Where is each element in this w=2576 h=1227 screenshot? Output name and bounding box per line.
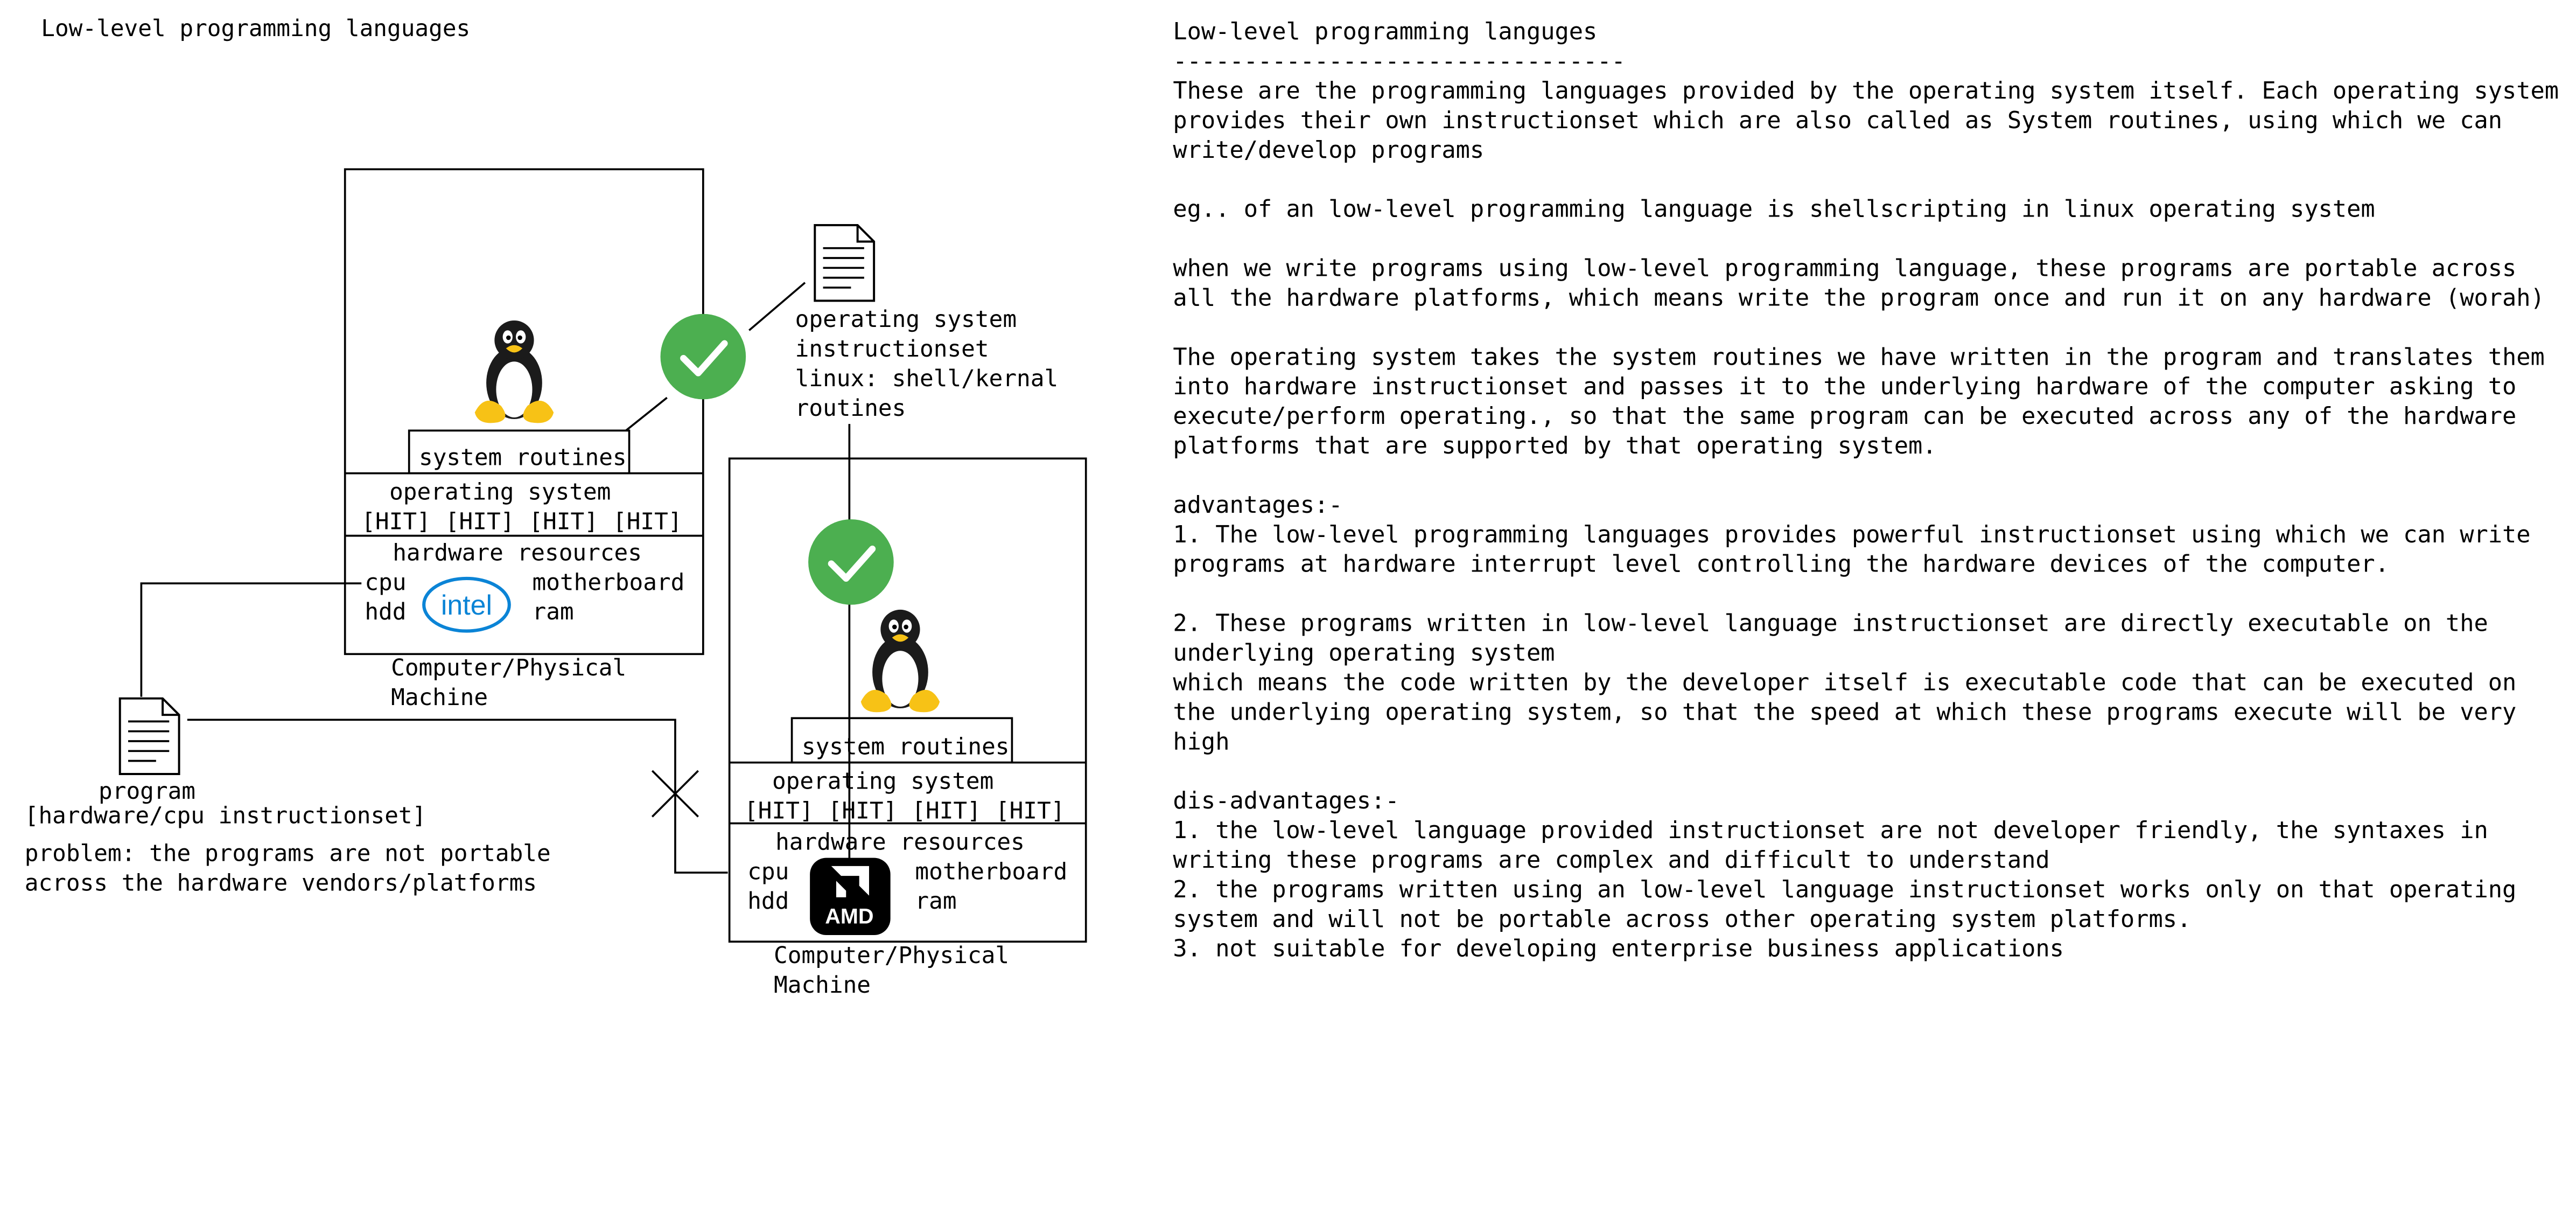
notes-paragraph: advantages:- 1. The low-level programmin… — [1173, 491, 2569, 580]
notes-paragraph: dis-advantages:- 1. the low-level langua… — [1173, 787, 2569, 965]
left-machine-box — [344, 168, 704, 656]
notes-line: all the hardware platforms, which means … — [1173, 285, 2545, 312]
notes-line: eg.. of an low-level programming languag… — [1173, 197, 2375, 224]
intel-logo-text: intel — [441, 589, 492, 621]
program-label: program — [99, 778, 195, 805]
notes-line: 2. These programs written in low-level l… — [1173, 611, 2488, 638]
left-hw-ram: ram — [533, 598, 574, 625]
problem-text-line: problem: the programs are not portable — [25, 840, 551, 867]
notes-line: system and will not be portable across o… — [1173, 907, 2192, 933]
notes-paragraph: 2. These programs written in low-level l… — [1173, 610, 2569, 758]
right-machine: system routines operating system [HIT] [… — [728, 457, 1087, 999]
os-instructionset-note-line: operating system — [795, 306, 1017, 333]
notes-paragraph: when we write programs using low-level p… — [1173, 255, 2569, 314]
notes-line: programs at hardware interrupt level con… — [1173, 552, 2389, 578]
cross-icon — [651, 770, 699, 818]
notes-line: when we write programs using low-level p… — [1173, 256, 2517, 283]
document-icon — [814, 224, 876, 302]
connector-line — [748, 282, 806, 331]
right-caption-line1: Computer/Physical — [774, 942, 1009, 969]
notes-title: Low-level programming languges — [1173, 19, 1598, 46]
document-icon — [118, 697, 180, 776]
left-hit-slot: [HIT] — [445, 508, 515, 535]
notes-paragraph: eg.. of an low-level programming languag… — [1173, 196, 2569, 225]
right-hw-hdd: hdd — [747, 888, 789, 915]
connector-line — [625, 396, 668, 431]
notes-line: into hardware instructionset and passes … — [1173, 374, 2517, 401]
notes-line: execute/perform operating., so that the … — [1173, 404, 2517, 431]
diagram-title: Low-level programming languages — [41, 15, 470, 42]
amd-logo-text: AMD — [825, 905, 873, 929]
right-hit-slot: [HIT] — [996, 797, 1065, 824]
left-os-label: operating system — [389, 479, 611, 506]
notes-line: underlying operating system — [1173, 640, 1555, 667]
right-hw-ram: ram — [915, 888, 956, 915]
right-machine-box — [728, 457, 1087, 943]
right-hw-cpu: cpu — [747, 858, 789, 885]
os-instructionset-note-line: instructionset — [795, 336, 989, 362]
notes-line: high — [1173, 729, 1230, 756]
notes-line: write/develop programs — [1173, 138, 1485, 165]
left-hit-slot: [HIT] — [361, 508, 431, 535]
right-hit-slot: [HIT] — [744, 797, 814, 824]
notes-panel: Low-level programming languges ---------… — [1173, 18, 2569, 994]
left-hw-label: hardware resources — [393, 539, 642, 566]
os-instructionset-note-line: routines — [795, 395, 906, 422]
notes-title-underline: -------------------------------- — [1173, 49, 1626, 76]
program-instructionset-label: [hardware/cpu instructionset] — [25, 803, 426, 829]
connector-line — [140, 582, 362, 697]
notes-line: provides their own instructionset which … — [1173, 108, 2503, 135]
left-hw-hdd: hdd — [365, 598, 406, 625]
notes-line: These are the programming languages prov… — [1173, 79, 2559, 106]
right-system-routines-label: system routines — [802, 733, 1010, 760]
right-hit-slot: [HIT] — [912, 797, 981, 824]
check-icon — [661, 314, 746, 400]
notes-line: dis-advantages:- — [1173, 789, 1399, 815]
notes-line: the underlying operating system, so that… — [1173, 700, 2517, 727]
right-hw-label: hardware resources — [775, 828, 1025, 855]
notes-line: advantages:- — [1173, 493, 1343, 520]
left-system-routines-label: system routines — [419, 444, 627, 471]
right-hit-slot: [HIT] — [828, 797, 898, 824]
notes-line: platforms that are supported by that ope… — [1173, 434, 1937, 461]
notes-line: 1. The low-level programming languages p… — [1173, 522, 2531, 549]
left-machine: system routines operating system [HIT] [… — [344, 168, 704, 711]
os-instructionset-note-line: linux: shell/kernal — [795, 365, 1058, 392]
amd-logo-icon: AMD — [810, 857, 891, 936]
notes-paragraph: These are the programming languages prov… — [1173, 77, 2569, 166]
notes-line: 3. not suitable for developing enterpris… — [1173, 937, 2064, 963]
left-hit-slot: [HIT] — [529, 508, 598, 535]
connector-line — [187, 719, 728, 874]
notes-line: writing these programs are complex and d… — [1173, 848, 2050, 875]
notes-line: 1. the low-level language provided instr… — [1173, 818, 2488, 845]
architecture-diagram: Low-level programming languages system r… — [25, 15, 1087, 999]
left-hit-slot: [HIT] — [613, 508, 682, 535]
notes-line: 2. the programs written using an low-lev… — [1173, 877, 2517, 904]
notes-paragraph: The operating system takes the system ro… — [1173, 344, 2569, 462]
left-caption-line1: Computer/Physical — [391, 654, 626, 681]
linux-tux-icon — [474, 320, 554, 423]
left-hw-cpu: cpu — [365, 569, 406, 596]
left-hw-motherboard: motherboard — [533, 569, 685, 596]
right-caption-line2: Machine — [774, 972, 871, 999]
linux-tux-icon — [860, 609, 940, 713]
right-os-label: operating system — [772, 768, 993, 794]
right-hw-motherboard: motherboard — [915, 858, 1067, 885]
problem-text-line: across the hardware vendors/platforms — [25, 870, 537, 897]
left-caption-line2: Machine — [391, 684, 488, 711]
check-icon — [808, 519, 894, 605]
notes-line: The operating system takes the system ro… — [1173, 345, 2545, 372]
intel-logo-icon: intel — [422, 576, 511, 633]
notes-line: which means the code written by the deve… — [1173, 670, 2517, 697]
